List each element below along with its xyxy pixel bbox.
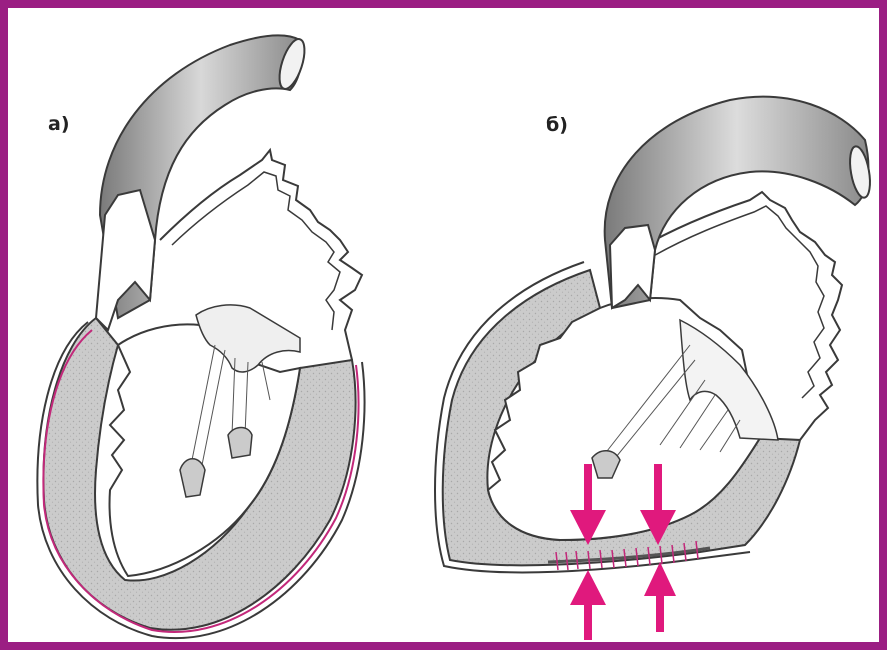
panel-label-b: б)	[546, 114, 568, 136]
normal-heart	[37, 35, 364, 638]
panel-label-a: а)	[48, 113, 70, 135]
papillary-muscle	[228, 428, 252, 459]
atrium-inner-wall	[172, 172, 340, 330]
heart-with-resection	[435, 97, 873, 640]
arrow-up-right	[644, 562, 676, 632]
arrow-up-left	[570, 570, 606, 640]
